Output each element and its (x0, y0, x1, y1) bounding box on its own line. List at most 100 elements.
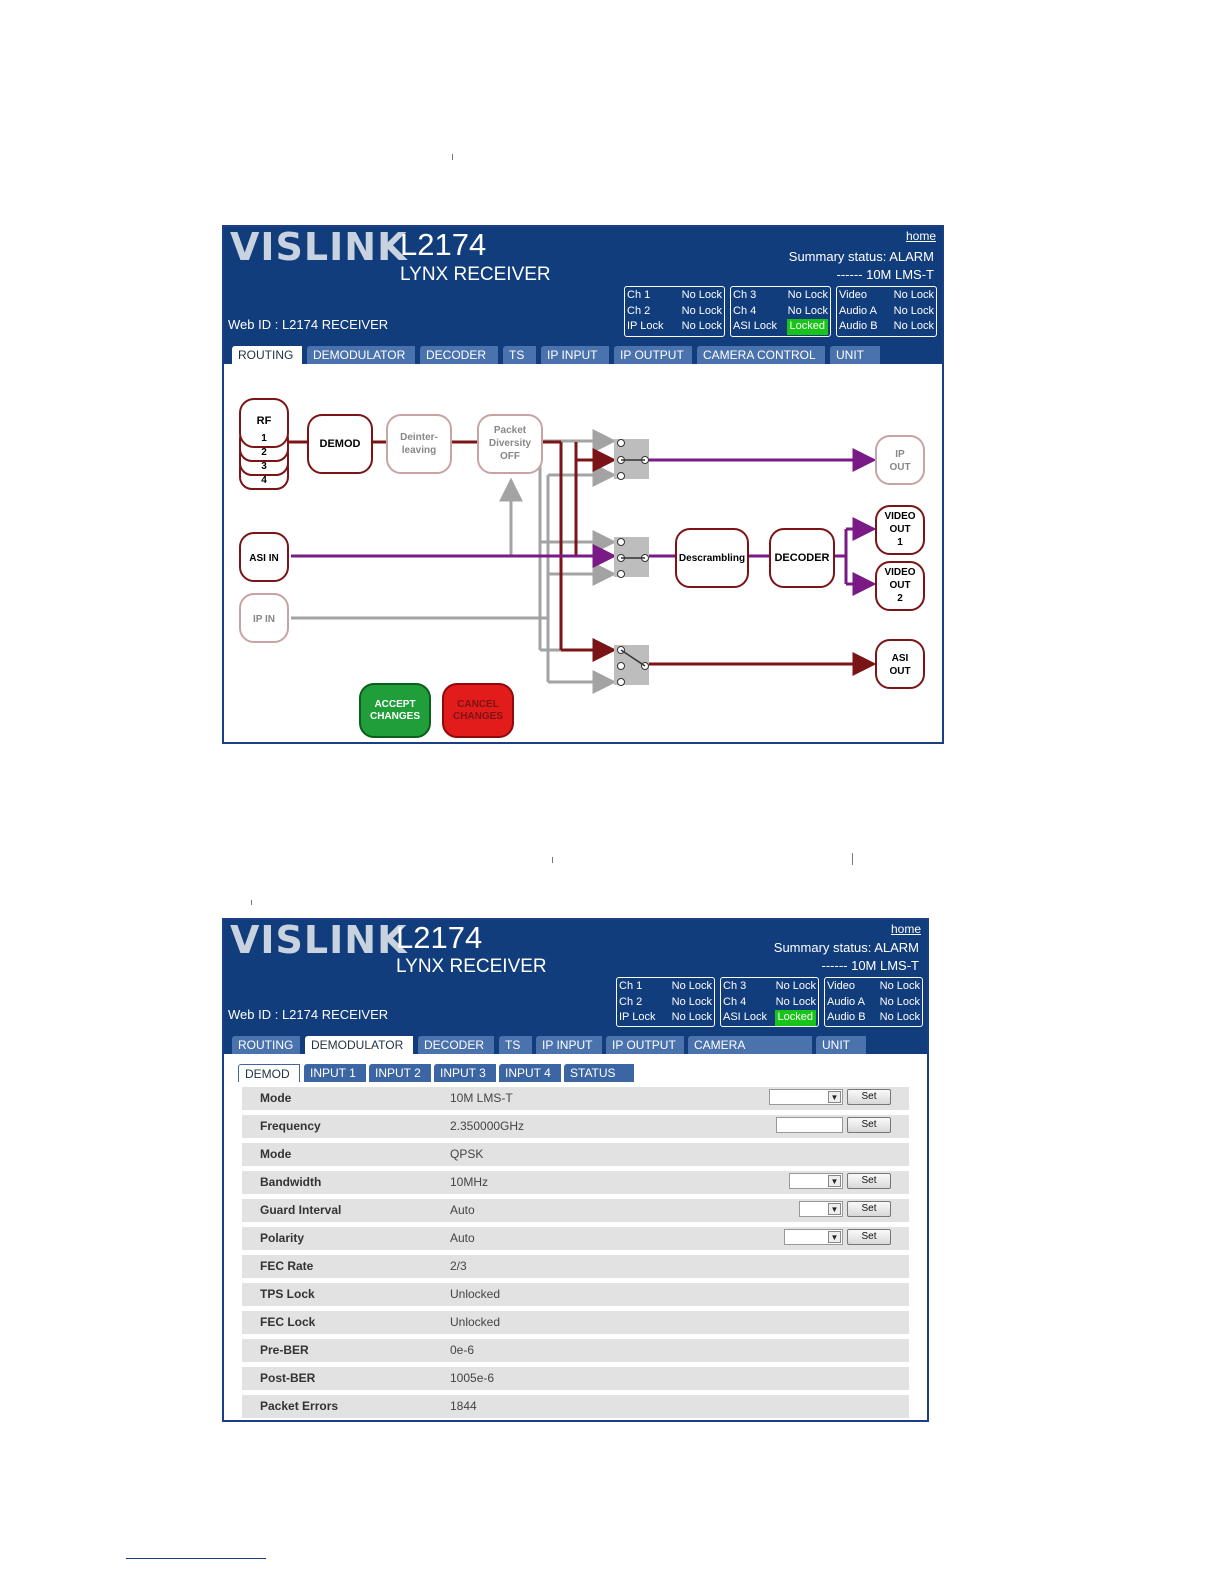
switch-ip-out[interactable] (614, 439, 649, 480)
set-button[interactable]: Set (847, 1173, 891, 1189)
web-id: Web ID : L2174 RECEIVER (228, 317, 389, 332)
svg-text:OFF: OFF (500, 451, 520, 462)
subtab-input-2[interactable]: INPUT 2 (369, 1064, 431, 1082)
bandwidth-select[interactable]: ▼ (789, 1173, 843, 1189)
tab-decoder[interactable]: DECODER (420, 346, 498, 364)
descrambling-block[interactable]: Descrambling (675, 528, 749, 588)
page-mark (452, 154, 453, 160)
ip-in-block[interactable]: IP IN (239, 593, 289, 643)
asi-locked-badge: Locked (774, 1010, 816, 1026)
svg-text:1: 1 (897, 537, 903, 548)
tab-bar: ROUTING DEMODULATOR DECODER TS IP INPUT … (224, 1034, 927, 1070)
tab-ip-input[interactable]: IP INPUT (536, 1036, 602, 1054)
tab-unit[interactable]: UNIT (816, 1036, 866, 1054)
routing-diagram: RF 1 2 3 4 DEMOD Deinter- leaving Packet… (239, 398, 925, 738)
deinterleaving-block[interactable]: Deinter- leaving (386, 414, 452, 474)
tab-routing[interactable]: ROUTING (232, 1036, 300, 1054)
brand-logo: VISLINK (230, 918, 408, 962)
set-button[interactable]: Set (847, 1089, 891, 1105)
tab-decoder[interactable]: DECODER (418, 1036, 494, 1054)
video-out-1-block[interactable]: VIDEO OUT 1 (875, 505, 925, 555)
tab-camera-control[interactable]: CAMERA CONTROL (688, 1036, 812, 1070)
mode-status: ------ 10M LMS-T (821, 958, 920, 973)
asi-out-block[interactable]: ASI OUT (875, 639, 925, 689)
tab-demodulator[interactable]: DEMODULATOR (307, 346, 415, 364)
cancel-changes-button[interactable]: CANCEL CHANGES (442, 683, 514, 738)
mode-select[interactable]: ▼ (769, 1089, 843, 1105)
chevron-down-icon: ▼ (828, 1175, 841, 1187)
subtab-input-4[interactable]: INPUT 4 (499, 1064, 561, 1082)
tab-ip-output[interactable]: IP OUTPUT (614, 346, 692, 364)
asi-in-block[interactable]: ASI IN (239, 532, 289, 582)
tab-routing[interactable]: ROUTING (232, 346, 302, 364)
tab-demodulator[interactable]: DEMODULATOR (305, 1036, 413, 1054)
chevron-down-icon: ▼ (828, 1231, 841, 1243)
svg-text:CHANGES: CHANGES (453, 711, 503, 722)
brand-logo: VISLINK (230, 225, 408, 269)
web-id: Web ID : L2174 RECEIVER (228, 1007, 389, 1022)
tab-ts[interactable]: TS (499, 1036, 532, 1054)
svg-text:VIDEO: VIDEO (884, 567, 915, 578)
summary-status: Summary status: ALARM (773, 940, 919, 955)
rf-channel-4: 4 (261, 475, 267, 486)
rf-input-block[interactable]: RF 1 2 3 4 (239, 398, 289, 490)
home-link[interactable]: home (905, 229, 936, 243)
ip-out-block[interactable]: IP OUT (875, 435, 925, 485)
svg-text:Descrambling: Descrambling (679, 553, 745, 564)
switch-asi-out[interactable] (614, 645, 649, 686)
frequency-input[interactable] (776, 1117, 843, 1133)
page-mark (552, 857, 553, 863)
video-out-2-block[interactable]: VIDEO OUT 2 (875, 561, 925, 611)
subtab-input-1[interactable]: INPUT 1 (304, 1064, 366, 1082)
subtab-status[interactable]: STATUS (564, 1064, 634, 1082)
packet-diversity-block[interactable]: Packet Diversity OFF (477, 414, 543, 474)
home-link[interactable]: home (890, 922, 921, 936)
svg-text:IP: IP (895, 449, 905, 460)
rf-channel-1: 1 (261, 433, 267, 444)
svg-text:Deinter-: Deinter- (400, 432, 438, 443)
decoder-block[interactable]: DECODER (769, 528, 835, 588)
product-name: LYNX RECEIVER (400, 264, 551, 285)
accept-changes-button[interactable]: ACCEPT CHANGES (359, 683, 431, 738)
page-mark (852, 853, 853, 865)
switch-decoder[interactable] (614, 537, 649, 578)
tab-camera-control[interactable]: CAMERA CONTROL (697, 346, 825, 364)
demod-block[interactable]: DEMOD (307, 414, 373, 474)
sub-tab-bar: DEMOD INPUT 1 INPUT 2 INPUT 3 INPUT 4 ST… (238, 1064, 658, 1082)
mode-status: ------ 10M LMS-T (836, 267, 935, 282)
routing-screenshot: VISLINK L2174 LYNX RECEIVER home Summary… (222, 225, 944, 744)
product-name: LYNX RECEIVER (396, 956, 547, 977)
set-button[interactable]: Set (847, 1201, 891, 1217)
tab-ip-output[interactable]: IP OUTPUT (606, 1036, 684, 1054)
svg-text:CANCEL: CANCEL (457, 699, 499, 710)
asi-locked-badge: Locked (786, 319, 828, 335)
header-banner: VISLINK L2174 LYNX RECEIVER home Summary… (224, 920, 927, 1034)
guard-interval-select[interactable]: ▼ (799, 1201, 843, 1217)
tab-ts[interactable]: TS (503, 346, 536, 364)
svg-text:VIDEO: VIDEO (884, 511, 915, 522)
set-button[interactable]: Set (847, 1117, 891, 1133)
tab-ip-input[interactable]: IP INPUT (541, 346, 609, 364)
svg-text:ASI IN: ASI IN (249, 553, 278, 564)
model-name: L2174 (396, 920, 483, 955)
polarity-select[interactable]: ▼ (784, 1229, 843, 1245)
svg-text:IP IN: IP IN (253, 614, 275, 625)
subtab-demod[interactable]: DEMOD (238, 1064, 300, 1082)
subtab-input-3[interactable]: INPUT 3 (434, 1064, 496, 1082)
svg-text:OUT: OUT (889, 462, 910, 473)
set-button[interactable]: Set (847, 1229, 891, 1245)
svg-text:OUT: OUT (889, 580, 910, 591)
tab-unit[interactable]: UNIT (830, 346, 880, 364)
